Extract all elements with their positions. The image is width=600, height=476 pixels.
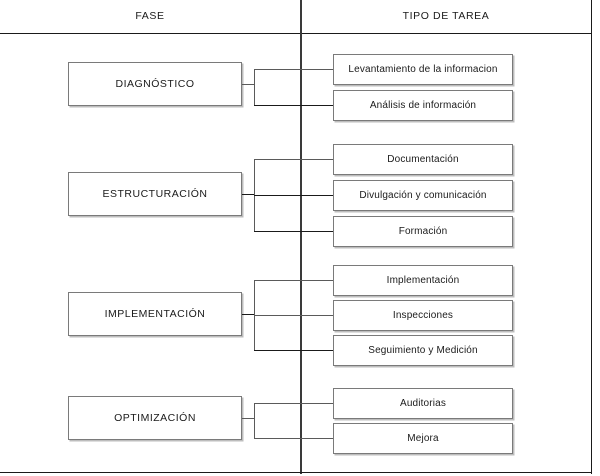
connector-branch-estructuracion-1 [254, 159, 333, 161]
connector-branch-diagnostico-1 [254, 69, 333, 71]
connector-branch-optimizacion-1 [254, 403, 333, 405]
header-divider-line [0, 33, 592, 34]
connector-branch-implementacion-3 [254, 350, 333, 352]
connector-branch-estructuracion-3 [254, 231, 333, 233]
task-box-analisis-de-informacion[interactable]: Análisis de información [333, 90, 513, 121]
task-box-seguimiento-y-medicion[interactable]: Seguimiento y Medición [333, 335, 513, 366]
task-box-implementacion[interactable]: Implementación [333, 265, 513, 296]
column-divider-line [300, 0, 302, 474]
connector-branch-implementacion-2 [254, 315, 333, 317]
task-box-levantamiento-de-la-informacion[interactable]: Levantamiento de la informacion [333, 54, 513, 85]
connector-stem-implementacion [242, 314, 255, 316]
task-box-formacion[interactable]: Formación [333, 216, 513, 247]
column-header-fase: FASE [135, 10, 165, 22]
task-box-inspecciones[interactable]: Inspecciones [333, 300, 513, 331]
phase-box-diagnostico[interactable]: DIAGNÓSTICO [68, 62, 242, 106]
connector-stem-diagnostico [242, 84, 255, 86]
connector-bracket-diagnostico [254, 69, 256, 106]
task-box-auditorias[interactable]: Auditorias [333, 388, 513, 419]
bottom-border-line [0, 472, 592, 473]
connector-branch-diagnostico-2 [254, 105, 333, 107]
connector-branch-estructuracion-2 [254, 195, 333, 197]
right-border-line [591, 0, 592, 474]
column-header-tipo-de-tarea: TIPO DE TAREA [402, 10, 490, 22]
connector-stem-optimizacion [242, 418, 255, 420]
connector-stem-estructuracion [242, 194, 255, 196]
connector-branch-implementacion-1 [254, 280, 333, 282]
phase-box-optimizacion[interactable]: OPTIMIZACIÓN [68, 396, 242, 440]
connector-bracket-optimizacion [254, 403, 256, 439]
connector-branch-optimizacion-2 [254, 438, 333, 440]
phase-box-implementacion[interactable]: IMPLEMENTACIÓN [68, 292, 242, 336]
task-box-mejora[interactable]: Mejora [333, 423, 513, 454]
task-box-divulgacion-y-comunicacion[interactable]: Divulgación y comunicación [333, 180, 513, 211]
task-box-documentacion[interactable]: Documentación [333, 144, 513, 175]
phase-box-estructuracion[interactable]: ESTRUCTURACIÓN [68, 172, 242, 216]
